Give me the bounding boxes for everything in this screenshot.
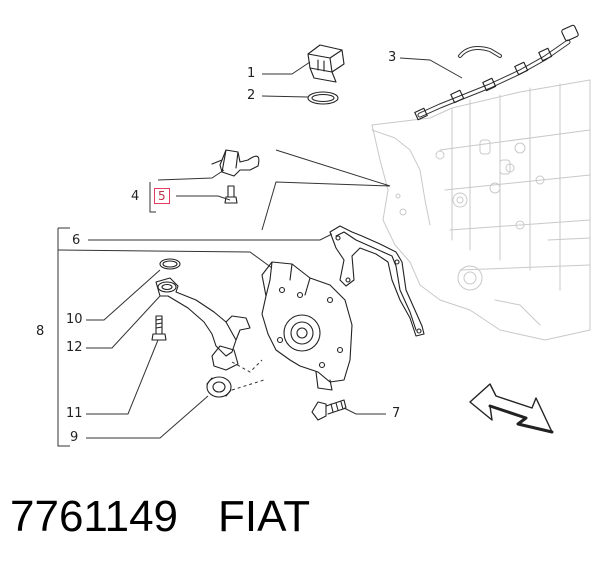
callout-3: 3	[388, 50, 397, 65]
vent-connector	[211, 149, 260, 177]
oil-filler-cap	[307, 44, 345, 83]
injector-harness	[414, 24, 579, 121]
callout-1: 1	[247, 66, 256, 81]
callout-7: 7	[392, 406, 401, 421]
engine-block	[371, 79, 591, 341]
callout-4: 4	[131, 189, 140, 204]
callout-2: 2	[247, 88, 256, 103]
pickup-o-ring	[159, 258, 181, 270]
callout-11: 11	[66, 406, 83, 421]
exploded-parts-diagram	[57, 24, 591, 447]
small-bolt	[224, 185, 238, 204]
callout-9: 9	[70, 430, 79, 445]
callout-10: 10	[66, 312, 83, 327]
callout-12: 12	[66, 340, 83, 355]
cover-bolt	[311, 399, 347, 421]
part-number: 7761149	[10, 492, 179, 541]
callout-8: 8	[36, 324, 45, 339]
front-cover	[261, 261, 353, 391]
brand-name: FIAT	[218, 492, 311, 541]
pickup-bolt	[151, 315, 167, 341]
direction-arrow	[469, 383, 554, 434]
callout-6: 6	[72, 233, 81, 248]
o-ring	[307, 91, 339, 105]
oil-pickup-tube	[155, 277, 251, 371]
timing-cover-gasket	[329, 225, 425, 337]
part-caption: 7761149 FIAT	[10, 492, 600, 552]
callout-5-highlighted[interactable]: 5	[154, 188, 170, 204]
leader-lines	[57, 57, 463, 447]
crankshaft-seal	[206, 376, 232, 398]
